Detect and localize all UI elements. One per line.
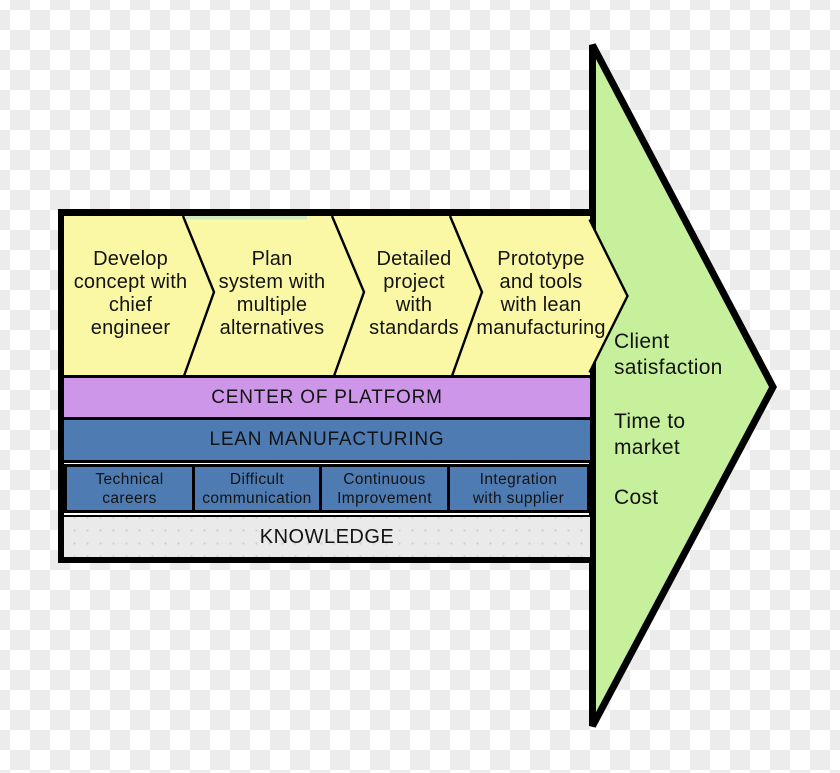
text-line: with supplier: [472, 489, 565, 507]
chevron-separator-1: [181, 215, 216, 377]
chevron-separator-2: [330, 215, 366, 377]
text-line: satisfaction: [614, 356, 723, 379]
enabler-cell-technical-careers: Technical careers: [67, 467, 195, 510]
text-line: Prototype: [497, 248, 585, 270]
enabler-cell-integration-with-supplier: Integration with supplier: [450, 467, 587, 510]
text-line: and tools: [499, 271, 583, 293]
process-step-2: Plan system with multiple alternatives: [197, 248, 347, 340]
text-line: Integration: [479, 470, 558, 488]
enabler-cell-continuous-improvement: Continuous Improvement: [322, 467, 450, 510]
text-line: multiple: [236, 294, 308, 316]
text-line: with lean: [500, 294, 582, 316]
text-line: Difficult: [229, 470, 285, 488]
center-of-platform-bar: CENTER OF PLATFORM: [64, 375, 590, 420]
outcome-time-to-market: Time to market: [614, 409, 784, 461]
outcome-client-satisfaction: Client satisfaction: [614, 329, 784, 381]
text-line: communication: [202, 489, 312, 507]
text-line: project: [383, 271, 445, 293]
text-line: Detailed: [376, 248, 452, 270]
text-line: Continuous: [343, 470, 426, 488]
lean-manufacturing-label: LEAN MANUFACTURING: [209, 429, 445, 450]
text-line: manufacturing: [476, 317, 606, 339]
knowledge-bar: KNOWLEDGE: [64, 515, 590, 557]
text-line: Develop: [93, 248, 168, 270]
text-line: chief: [108, 294, 153, 316]
chevron-band-tip: [588, 218, 629, 374]
process-step-4: Prototype and tools with lean manufactur…: [466, 248, 616, 340]
chevron-separator-3: [448, 215, 484, 377]
center-of-platform-label: CENTER OF PLATFORM: [211, 386, 443, 408]
process-step-3: Detailed project with standards: [350, 248, 478, 340]
outcome-cost: Cost: [614, 485, 784, 511]
enabler-cell-difficult-communication: Difficult communication: [195, 467, 322, 510]
text-line: Client: [614, 330, 670, 353]
text-line: alternatives: [219, 317, 325, 339]
text-line: careers: [102, 489, 157, 507]
text-line: market: [614, 436, 680, 459]
lean-manufacturing-bar: LEAN MANUFACTURING: [64, 420, 590, 463]
process-step-1: Develop concept with chief engineer: [64, 248, 197, 340]
chevron-band: [64, 216, 590, 376]
text-line: Improvement: [337, 489, 432, 507]
text-line: Technical: [95, 470, 164, 488]
text-line: Cost: [614, 486, 659, 509]
text-line: concept with: [73, 271, 188, 293]
enabler-cells-row: Technical careers Difficult communicatio…: [64, 464, 590, 513]
arrow-right-shape: [589, 43, 777, 728]
text-line: engineer: [90, 317, 171, 339]
knowledge-label: KNOWLEDGE: [259, 525, 395, 548]
green-strip: [186, 216, 307, 220]
text-line: standards: [369, 317, 459, 339]
text-line: Plan: [251, 248, 293, 270]
text-line: Time to: [614, 410, 686, 433]
text-line: with: [395, 294, 433, 316]
text-line: system with: [218, 271, 326, 293]
